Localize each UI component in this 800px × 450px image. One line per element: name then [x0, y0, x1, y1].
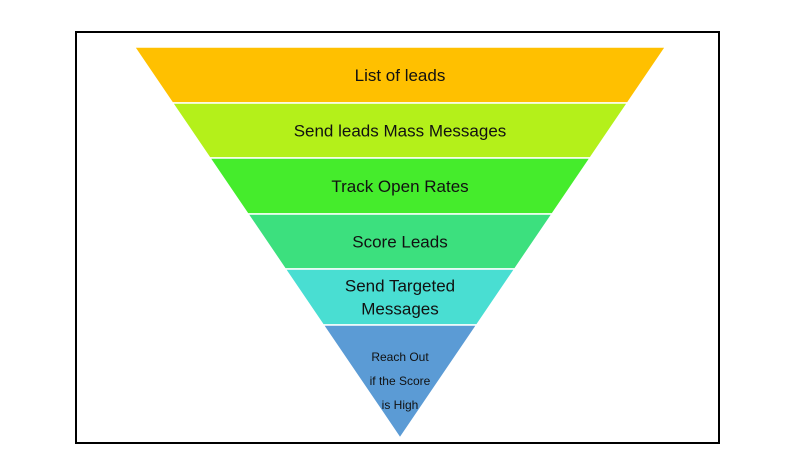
- funnel-stage-6: [321, 324, 479, 440]
- funnel-stage-4-label: Score Leads: [352, 232, 447, 251]
- funnel-stage-5-label-line: Send Targeted: [345, 276, 455, 295]
- funnel-stage-5-label-line: Messages: [361, 299, 438, 318]
- funnel-stage-3-label-line: Track Open Rates: [331, 177, 468, 196]
- funnel-stage-6-label-line: is High: [382, 398, 419, 412]
- funnel-stage-2-label: Send leads Mass Messages: [294, 121, 507, 140]
- funnel-stage-6-label: Reach Out if the Score is High: [370, 350, 431, 412]
- funnel-stage-3-label: Track Open Rates: [331, 177, 468, 196]
- funnel-stage-6-label-line: if the Score: [370, 374, 431, 388]
- funnel-stage-6-label-line: Reach Out: [371, 350, 429, 364]
- funnel-stage-1-label-line: List of leads: [355, 66, 446, 85]
- funnel-stage-1-label: List of leads: [355, 66, 446, 85]
- funnel-stage-2-label-line: Send leads Mass Messages: [294, 121, 507, 140]
- funnel-stage-4-label-line: Score Leads: [352, 232, 447, 251]
